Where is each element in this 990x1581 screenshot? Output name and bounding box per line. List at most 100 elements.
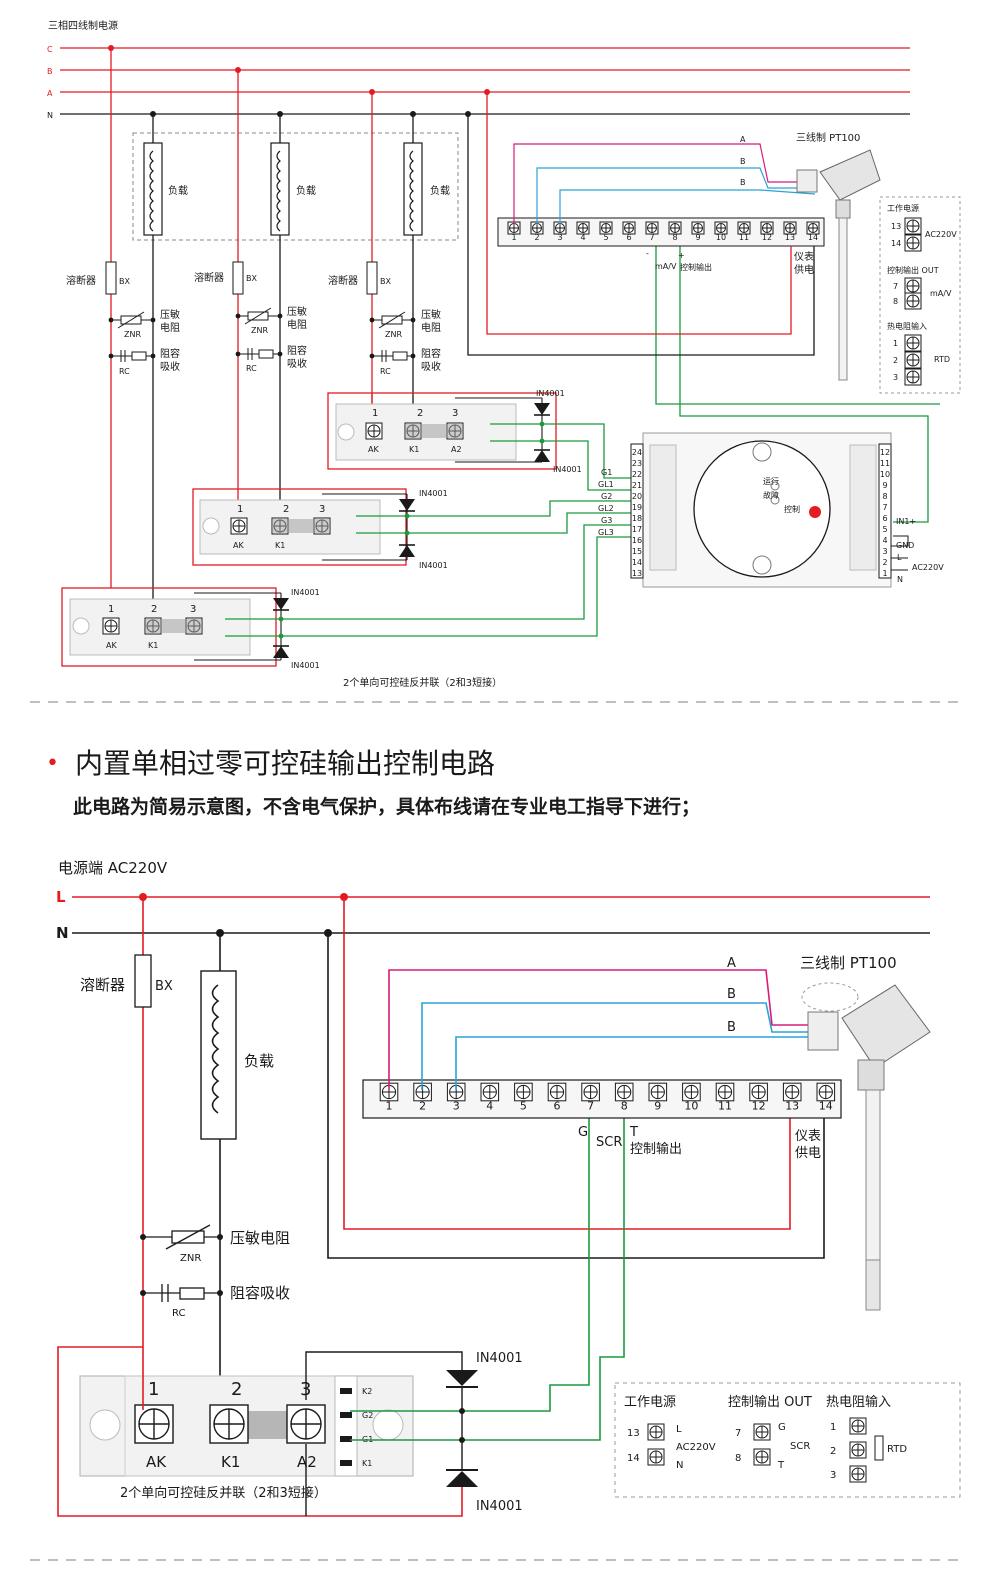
legend-bottom-l: L	[676, 1424, 682, 1435]
diode-label-bottom-b: IN4001	[476, 1499, 523, 1514]
terminal-label: 11	[718, 1100, 732, 1113]
ma-v-label: mA/V	[655, 262, 677, 271]
terminal-4: 4	[576, 221, 590, 242]
terminal-label: 12	[752, 1100, 766, 1113]
varistor-label-3b: 电阻	[421, 321, 441, 334]
gate-label-gl3: GL3	[598, 528, 614, 537]
trigger-pin-label: 13	[632, 569, 642, 578]
diode-label-3b: IN4001	[553, 465, 582, 474]
terminal-13: 13	[782, 1082, 802, 1113]
scr3-term-3: 3	[452, 408, 458, 419]
legend-bottom-t: T	[777, 1460, 785, 1471]
trigger-pin-label: 1	[882, 569, 887, 578]
caption-bottom: 2个单向可控硅反并联（2和3短接）	[120, 1485, 327, 1501]
diode-2b	[398, 544, 416, 558]
legend-top: 工作电源 13 14 AC220V 控制输出 OUT 7 8 mA/V 热电阻输…	[879, 196, 961, 394]
phase-label-n: N	[47, 111, 53, 120]
terminal-7: 7	[581, 1082, 600, 1113]
znr-label-3: ZNR	[385, 330, 402, 339]
terminal-13: 13	[783, 221, 797, 242]
phase-label-c: C	[47, 45, 53, 54]
legend-bottom-r1: 1	[830, 1422, 836, 1433]
gate-label-g1: G1	[601, 468, 612, 477]
load-label-bottom: 负载	[244, 1052, 274, 1070]
scr3-k1: K1	[409, 445, 419, 454]
terminal-label: 10	[716, 233, 726, 242]
line-n-label: N	[56, 924, 69, 942]
phase-label-a: A	[47, 89, 53, 98]
trigger-pin-label: 6	[882, 514, 887, 523]
trigger-pin-label: 23	[632, 459, 642, 468]
legend-bottom-g: G	[778, 1422, 786, 1433]
terminal-5: 5	[514, 1082, 533, 1113]
terminal-4: 4	[480, 1082, 500, 1113]
scr-label-bottom: SCR	[596, 1135, 622, 1150]
rc-label-2: RC	[246, 364, 257, 373]
scr2-term-2: 2	[283, 504, 289, 515]
rc-label-1: RC	[119, 367, 130, 376]
supply-label: 电源端 AC220V	[58, 859, 168, 877]
trigger-pin-label: 18	[632, 514, 642, 523]
terminal-label: 8	[672, 233, 677, 242]
gate-label-gl2: GL2	[598, 504, 614, 513]
bx-label-1: BX	[119, 277, 130, 286]
diode-label-1b: IN4001	[291, 661, 320, 670]
terminal-label: 5	[603, 233, 608, 242]
diode-label-2b: IN4001	[419, 561, 448, 570]
scr1-k1: K1	[148, 641, 158, 650]
trigger-pin-label: 17	[632, 525, 642, 534]
trigger-pin-label: 8	[882, 492, 887, 501]
terminal-label: 3	[453, 1100, 460, 1113]
terminal-label: 3	[557, 233, 562, 242]
fuse-label-bottom: 溶断器	[80, 976, 125, 994]
legend-top-power: 工作电源	[887, 203, 919, 213]
trigger-pin-label: 16	[632, 536, 642, 545]
terminal-label: 9	[654, 1100, 661, 1113]
rtd-wire-bottom-a: A	[727, 956, 736, 971]
trigger-pin-label: 12	[880, 448, 890, 457]
bx-label-3: BX	[380, 277, 391, 286]
scr3-ak: AK	[368, 445, 379, 454]
plus-label: +	[678, 251, 685, 260]
terminal-label: 14	[819, 1100, 833, 1113]
diode-bottom-b	[446, 1471, 478, 1487]
legend-bottom-t8: 8	[735, 1453, 741, 1464]
legend-bottom-rtd-in: 热电阻输入	[826, 1394, 891, 1410]
trigger-pin-label: 21	[632, 481, 642, 490]
trigger-pin-label: 14	[632, 558, 642, 567]
trigger-pin-label: 7	[882, 503, 887, 512]
trigger-pin-label: 9	[882, 481, 887, 490]
terminal-9: 9	[691, 221, 705, 242]
meter-supply-bottom-2: 供电	[795, 1146, 821, 1161]
bx-label-bottom: BX	[155, 979, 173, 994]
legend-top-r3: 3	[893, 373, 898, 382]
section-subtitle: 此电路为简易示意图，不含电气保护，具体布线请在专业电工指导下进行；	[73, 796, 701, 818]
scr-bottom-ak: AK	[146, 1453, 167, 1471]
rtd-wire-a: A	[740, 135, 746, 144]
gnd-label: GND	[896, 541, 914, 550]
trigger-pin-label: 24	[632, 448, 642, 457]
scr2-term-1: 1	[237, 504, 243, 515]
trig-n-label: N	[897, 575, 903, 584]
gate-label-g3: G3	[601, 516, 612, 525]
module-run-label: 运行	[763, 476, 779, 486]
load-coil-1	[143, 142, 163, 236]
legend-top-rtd-in: 热电阻输入	[887, 321, 927, 331]
terminal-label: 11	[739, 233, 749, 242]
rtd-wire-bottom-b2: B	[727, 1020, 736, 1035]
terminal-label: 8	[621, 1100, 628, 1113]
varistor-label-3a: 压敏	[421, 308, 441, 321]
terminal-label: 7	[587, 1100, 594, 1113]
legend-bottom-n: N	[676, 1460, 683, 1471]
load-label-2: 负载	[296, 184, 316, 197]
terminal-7: 7	[645, 221, 659, 242]
legend-bottom-r2: 2	[830, 1446, 836, 1457]
pt100-probe-top	[796, 149, 881, 381]
scr1-term-2: 2	[151, 604, 157, 615]
legend-top-out: 控制输出 OUT	[887, 265, 939, 275]
caption-top: 2个单向可控硅反并联（2和3短接）	[343, 676, 502, 689]
diode-label-2a: IN4001	[419, 489, 448, 498]
diode-label-bottom-a: IN4001	[476, 1351, 523, 1366]
terminal-11: 11	[715, 1082, 735, 1113]
